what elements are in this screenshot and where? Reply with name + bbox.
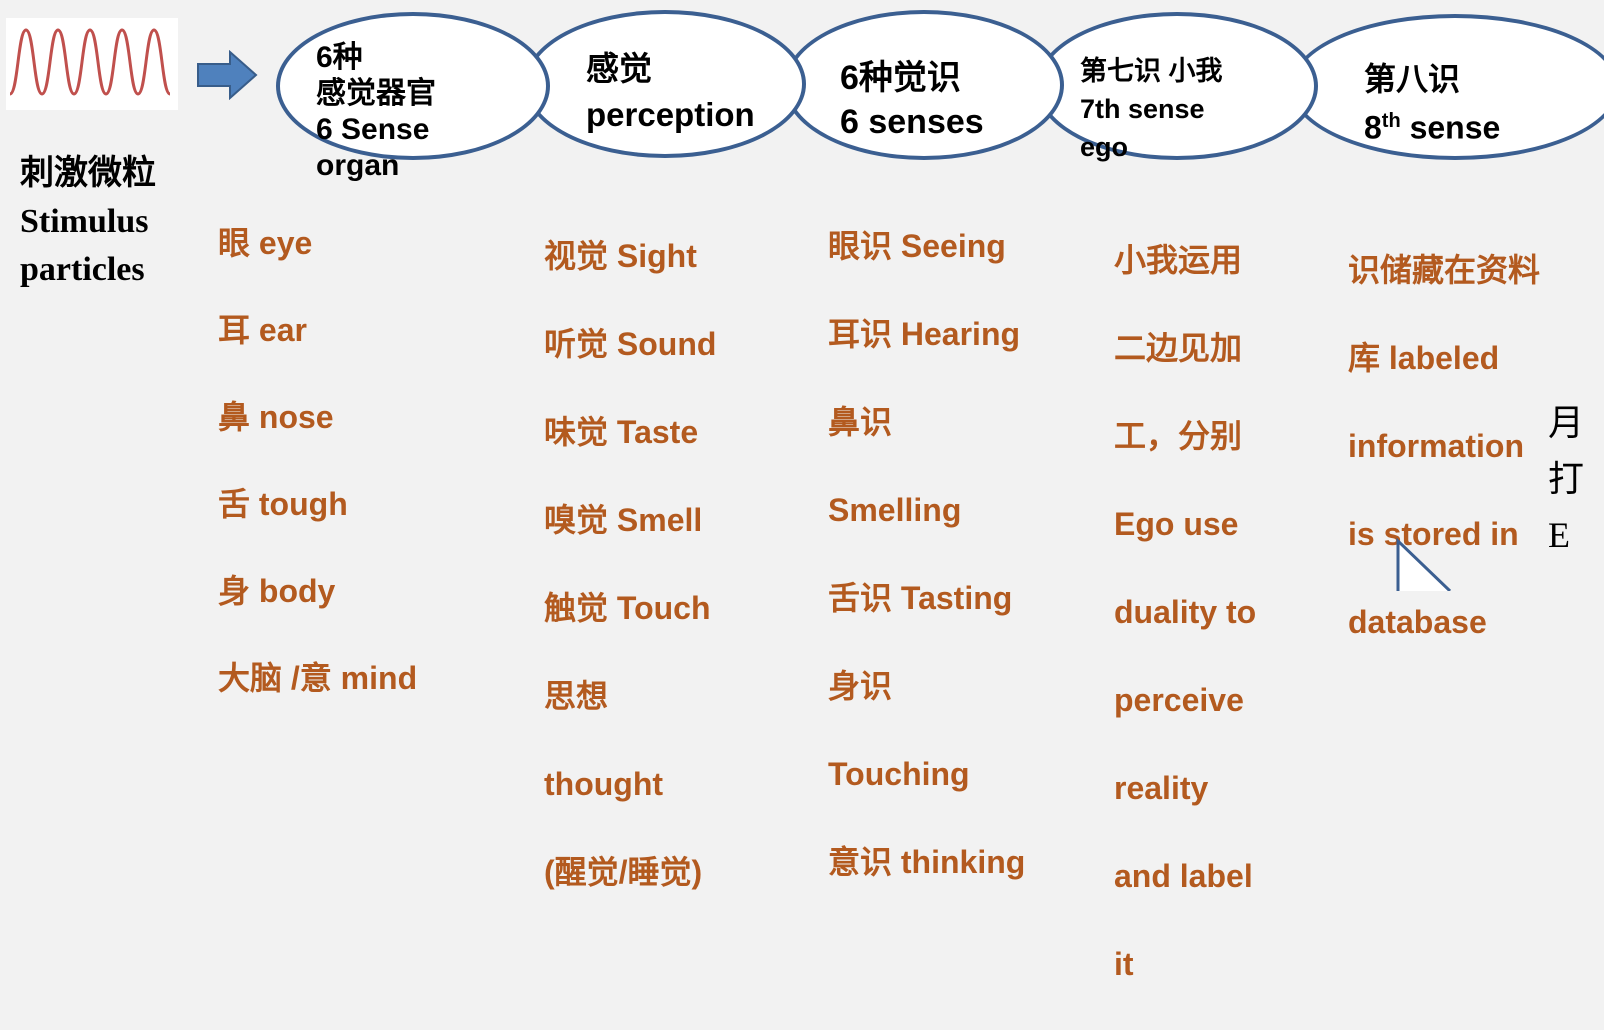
stage-ellipse-perception — [524, 10, 806, 158]
list-item: thought — [544, 766, 664, 802]
list-item: 听觉 Sound — [544, 326, 717, 362]
list-item: 鼻 nose — [218, 398, 334, 435]
list-item: 耳 ear — [218, 311, 307, 348]
stage-ellipse-sense-organ — [276, 12, 550, 160]
list-item: (醒觉/睡觉) — [544, 854, 703, 890]
stage-ellipse-7th-sense — [1036, 12, 1318, 160]
stage-label-8th-sense: 第八识 8th sense — [1364, 61, 1501, 146]
cut-off-text: 月 打 E — [1548, 403, 1585, 555]
superscript-th: th — [1381, 110, 1401, 132]
list-item: 思想 — [544, 678, 609, 714]
list-item: 鼻识 — [828, 404, 893, 440]
list-item: 耳识 Hearing — [828, 316, 1021, 352]
list-item: information — [1348, 428, 1524, 464]
list-item: is stored in — [1348, 516, 1519, 552]
list-item: 眼识 Seeing — [828, 228, 1006, 264]
stage-label-perception: 感觉 perception — [586, 50, 755, 133]
list-item: 二边见加 — [1114, 330, 1243, 366]
list-item: 眼 eye — [218, 224, 313, 261]
list-item: 意识 thinking — [828, 844, 1026, 880]
list-item: 大脑 /意 mind — [218, 659, 418, 696]
partial-arrow-icon — [1396, 537, 1452, 591]
list-item: 触觉 Touch — [544, 590, 711, 626]
list-item: 舌 tough — [218, 485, 348, 522]
list-item: 嗅觉 Smell — [544, 502, 703, 538]
list-item: Smelling — [828, 492, 962, 528]
list-item: reality — [1114, 770, 1209, 806]
right-arrow-icon — [197, 50, 258, 100]
column-perception: 视觉 Sight 听觉 Sound 味觉 Taste 嗅觉 Smell 触觉 T… — [544, 190, 716, 938]
stimulus-label: 刺激微粒 Stimulus particles — [20, 155, 156, 288]
stage-label-sense-organ: 6种 感觉器官 6 Sense organ — [316, 41, 436, 182]
list-item: Ego use — [1114, 506, 1239, 542]
sine-wave-icon — [6, 18, 178, 110]
list-item: Touching — [828, 756, 970, 792]
stage-ellipse-8th-sense — [1290, 14, 1604, 160]
list-item: 识储藏在资料 — [1348, 252, 1541, 288]
list-item: 舌识 Tasting — [828, 580, 1013, 616]
column-ego: 小我运用 二边见加 工，分别 Ego use duality to percei… — [1114, 194, 1256, 1030]
list-item: duality to — [1114, 594, 1257, 630]
list-item: perceive — [1114, 682, 1244, 718]
list-item: 库 labeled — [1348, 340, 1500, 376]
list-item: 小我运用 — [1114, 242, 1243, 278]
stage-label-6-senses: 6种觉识 6 senses — [840, 59, 984, 141]
list-item: 工，分别 — [1114, 418, 1243, 454]
list-item: 味觉 Taste — [544, 414, 699, 450]
list-item: 身 body — [218, 572, 336, 609]
list-item: it — [1114, 946, 1134, 982]
column-database: 识储藏在资料 库 labeled information is stored i… — [1348, 204, 1540, 688]
list-item: and label — [1114, 858, 1253, 894]
list-item: 视觉 Sight — [544, 238, 697, 274]
column-6-senses: 眼识 Seeing 耳识 Hearing 鼻识 Smelling 舌识 Tast… — [828, 180, 1025, 928]
list-item: 身识 — [828, 668, 893, 704]
stage-label-7th-sense: 第七识 小我 7th sense ego — [1080, 56, 1223, 162]
column-sense-organs: 眼 eye 耳 ear 鼻 nose 舌 tough 身 body 大脑 /意 … — [218, 178, 417, 744]
list-item: database — [1348, 604, 1487, 640]
